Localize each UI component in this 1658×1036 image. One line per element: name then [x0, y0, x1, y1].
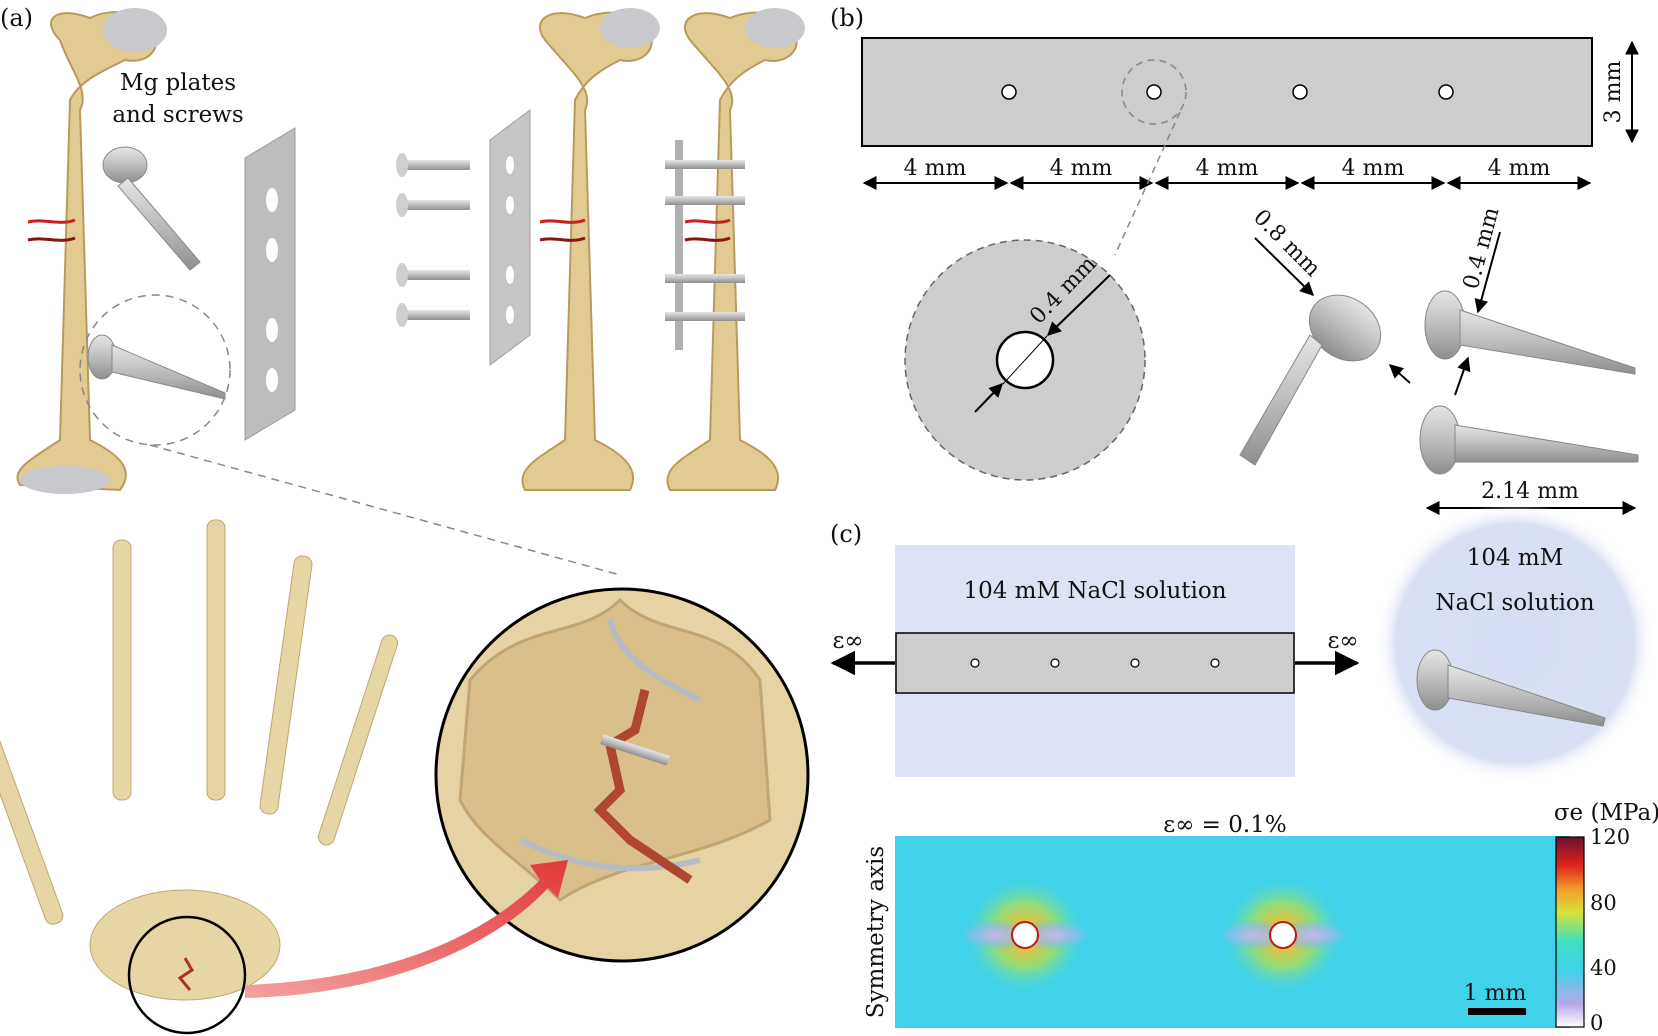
colorbar-tick-0: 0	[1590, 1011, 1603, 1035]
hole-zoom-marker	[1121, 59, 1187, 125]
screw-head-arrow-in	[1254, 237, 1314, 296]
scale-bar-label: 1 mm	[1464, 981, 1527, 1006]
screw-shank-arrow-out	[1454, 356, 1471, 396]
colorbar-tick-80: 80	[1590, 891, 1617, 915]
panel-label-a: (a)	[0, 4, 33, 32]
screw-side-top-icon	[1424, 290, 1636, 375]
solution-plate-hole-4	[1210, 658, 1220, 668]
strain-title: ε∞ = 0.1%	[1163, 812, 1286, 838]
solution-plate-hole-2	[1050, 658, 1060, 668]
zoom-link-line	[149, 444, 621, 576]
wrist-fracture	[177, 957, 195, 991]
mg-caption-line2: and screws	[112, 102, 243, 128]
spacing-label-4: 4 mm	[1342, 156, 1405, 181]
screw-length-label: 2.14 mm	[1481, 479, 1579, 504]
screw-side-bottom-icon	[1419, 405, 1639, 475]
wrist-magnified-circle	[434, 587, 810, 963]
solution-plate-hole-3	[1130, 658, 1140, 668]
solution-drop-label-2: NaCl solution	[1435, 590, 1594, 616]
zoom-arrow	[245, 860, 568, 998]
stress-concentration-2	[1213, 875, 1353, 995]
plate-in-solution	[895, 632, 1295, 694]
mg-caption-line1: Mg plates	[120, 70, 236, 96]
hole-zoom-link	[1114, 111, 1181, 256]
hole-diameter-line	[1002, 335, 1048, 385]
solution-box-label: 104 mM NaCl solution	[963, 578, 1226, 604]
symmetry-axis-label: Symmetry axis	[863, 846, 889, 1018]
colorbar-tick-40: 40	[1590, 956, 1617, 980]
plate-exploded-1	[244, 127, 296, 441]
solution-drop-label-1: 104 mM	[1467, 545, 1564, 571]
colorbar	[1555, 836, 1585, 1028]
plate-geometry	[861, 37, 1593, 147]
plate-hole-2	[1146, 84, 1162, 100]
screw-angled-icon	[1239, 294, 1382, 466]
plate-exploded-2	[489, 109, 531, 366]
panel-label-c: (c)	[830, 520, 862, 548]
spacing-dimensions: 4 mm 4 mm 4 mm 4 mm 4 mm	[862, 156, 1592, 190]
hole-arrow-out	[1046, 274, 1111, 336]
panel-label-b: (b)	[830, 4, 864, 32]
screw-diagonal-icon	[102, 146, 201, 271]
plate-height-label: 3 mm	[1601, 61, 1626, 124]
spacing-label-5: 4 mm	[1488, 156, 1551, 181]
femur-fractured	[16, 8, 167, 494]
spacing-label-2: 4 mm	[1050, 156, 1113, 181]
plate-hole-4	[1438, 84, 1454, 100]
plate-hole-3	[1292, 84, 1308, 100]
colorbar-tick-120: 120	[1590, 825, 1630, 849]
spacing-label-1: 4 mm	[904, 156, 967, 181]
hand-skeleton	[0, 519, 399, 1001]
wrist-zoom-circle	[127, 915, 247, 1035]
solution-plate-hole-1	[970, 658, 980, 668]
screw-shank-arrow-in	[1474, 231, 1501, 314]
screw-shank-label: 0.4 mm	[1459, 205, 1505, 292]
screw-head-arrow-out	[1388, 364, 1411, 384]
strain-label-right: ε∞	[1327, 628, 1358, 654]
femur-middle	[521, 8, 660, 491]
colorbar-title: σe (MPa)	[1554, 800, 1658, 826]
zoom-circle-screw	[79, 294, 231, 446]
plate-hole-1	[1001, 84, 1017, 100]
screw-in-solution-icon	[1416, 649, 1606, 727]
strain-label-left: ε∞	[832, 628, 863, 654]
spacing-label-3: 4 mm	[1196, 156, 1259, 181]
stress-concentration-1	[955, 875, 1095, 995]
screw-horizontal-icon	[87, 334, 226, 400]
scale-bar	[1468, 1008, 1526, 1015]
screws-exploded-group	[396, 153, 470, 327]
femur-fixed	[665, 8, 805, 491]
hole-arrow-in	[974, 382, 1003, 413]
